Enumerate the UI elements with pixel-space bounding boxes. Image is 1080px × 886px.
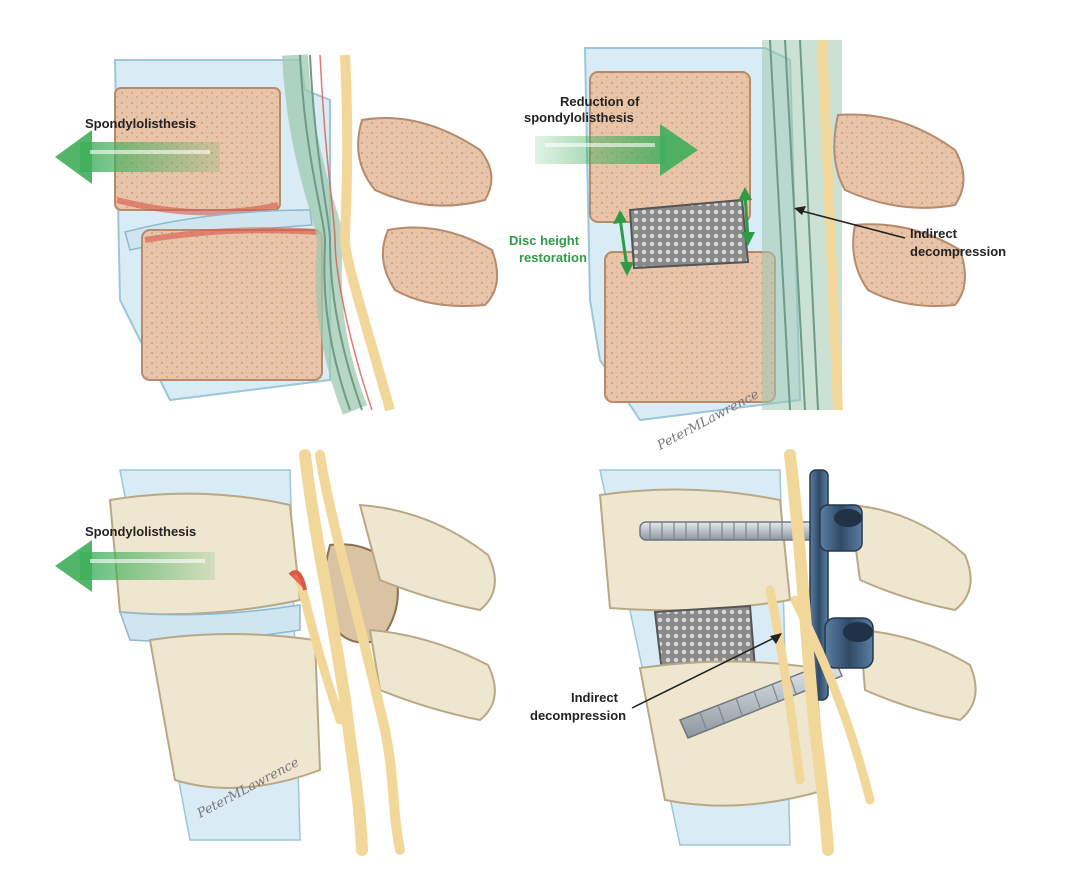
panel-top-left-sagittal-spondylolisthesis: Spondylolisthesis: [55, 54, 499, 415]
lower-vertebral-body: [604, 251, 776, 403]
indirect-decompression-pointer: [797, 209, 906, 239]
nerve-roots: [288, 449, 405, 856]
spinal-canal-compressed: [282, 54, 395, 415]
panel-bottom-right-lateral-fixation: Indirect decompression: [530, 449, 977, 856]
nerve-roots: [765, 449, 875, 856]
upper-vertebral-body: [598, 488, 792, 612]
panel-top-right-sagittal-reduction: Reduction of spondylolisthesis Disc heig…: [509, 39, 1006, 454]
pointer-arrowhead: [794, 206, 806, 215]
label-reduction-line2: spondylolisthesis: [524, 110, 634, 125]
label-indirect-decompression-top-line1: Indirect: [910, 226, 958, 241]
lower-vertebral-body: [141, 229, 323, 381]
lower-vertebral-body: [148, 633, 322, 789]
upper-facet-process: [833, 113, 965, 209]
spinal-canal-decompressed: [762, 39, 843, 411]
posterior-process-upper: [848, 503, 972, 612]
panel-bottom-left-lateral-spondylolisthesis: Spondylolisthesis PeterMLawrence: [55, 449, 496, 856]
spondylolisthesis-arrow: [55, 540, 215, 592]
posterior-process-upper: [358, 503, 496, 612]
upper-endplate-inflamed: [116, 197, 279, 216]
interbody-cage: [628, 198, 750, 270]
disc-height-arrow-left: [613, 210, 634, 276]
label-indirect-decompression-bottom-line1: Indirect: [571, 690, 619, 705]
upper-facet-process: [357, 117, 493, 207]
lower-endplate-inflamed: [144, 227, 319, 243]
lower-facet-process: [852, 223, 966, 307]
lower-facet-process: [381, 226, 499, 307]
spondylolisthesis-arrow: [55, 130, 220, 184]
reduction-arrow: [535, 124, 698, 176]
label-indirect-decompression-top-line2: decompression: [910, 244, 1006, 259]
pointer-arrowhead: [770, 633, 782, 644]
pedicle-screw-upper: [639, 521, 821, 541]
rod-and-tulips: [809, 469, 874, 701]
label-spondylolisthesis-bottom: Spondylolisthesis: [85, 524, 196, 539]
posterior-process-lower: [368, 628, 496, 722]
label-reduction-line1: Reduction of: [560, 94, 640, 109]
label-spondylolisthesis-top: Spondylolisthesis: [85, 116, 196, 131]
label-indirect-decompression-bottom-line2: decompression: [530, 708, 626, 723]
label-disc-height-line1: Disc height: [509, 233, 580, 248]
label-disc-height-line2: restoration: [519, 250, 587, 265]
posterior-process-lower: [858, 628, 977, 722]
indirect-decompression-pointer: [631, 635, 779, 709]
disc-height-arrow-right: [738, 187, 755, 246]
